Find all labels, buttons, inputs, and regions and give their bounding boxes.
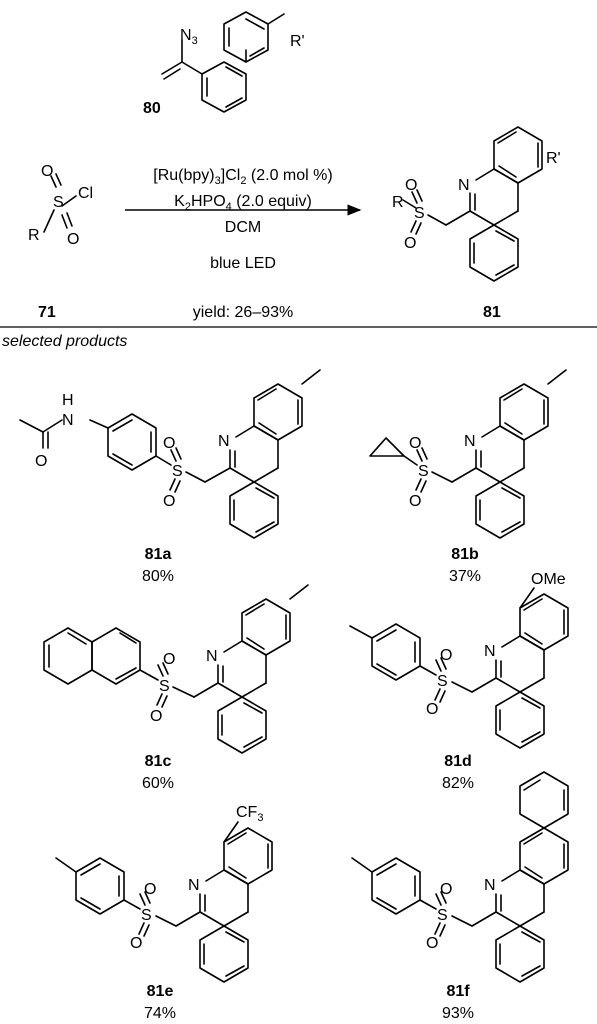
81a-S: S bbox=[172, 463, 183, 480]
product-81b-yield: 37% bbox=[449, 568, 481, 585]
sulfonyl-chloride-structure bbox=[43, 173, 77, 233]
sulfonyl-chloride-S: S bbox=[53, 194, 64, 211]
product-81d-id: 81d bbox=[444, 753, 472, 770]
81a-amide-O: O bbox=[35, 453, 47, 470]
scheme-yield: yield: 26–93% bbox=[193, 304, 294, 321]
reagent-80-id: 80 bbox=[143, 100, 161, 117]
product-81b-structure bbox=[369, 369, 567, 539]
product-81-N: N bbox=[458, 177, 470, 194]
sulfonyl-chloride-Cl: Cl bbox=[78, 185, 93, 202]
product-81c-structure bbox=[43, 584, 309, 754]
product-81-core bbox=[469, 126, 543, 282]
product-81-id: 81 bbox=[483, 304, 501, 321]
81c-S: S bbox=[159, 678, 170, 695]
81a-amide-N: N bbox=[62, 412, 74, 429]
81d-N: N bbox=[484, 643, 496, 660]
product-81f-id: 81f bbox=[446, 983, 470, 1000]
product-81e-yield: 74% bbox=[144, 1005, 176, 1022]
81c-O-top: O bbox=[163, 651, 175, 668]
81f-O-bottom: O bbox=[426, 935, 438, 952]
81b-O-bottom: O bbox=[409, 493, 421, 510]
81e-O-top: O bbox=[144, 881, 156, 898]
product-81e-structure bbox=[55, 821, 273, 983]
81e-CF3: CF3 bbox=[236, 804, 263, 824]
81e-N: N bbox=[188, 877, 200, 894]
81d-O-bottom: O bbox=[426, 701, 438, 718]
81b-O-top: O bbox=[409, 435, 421, 452]
81d-S: S bbox=[437, 673, 448, 690]
product-81d-yield: 82% bbox=[442, 775, 474, 792]
product-81-O-top: O bbox=[405, 177, 417, 194]
product-81e-id: 81e bbox=[147, 983, 174, 1000]
81d-O-top: O bbox=[440, 647, 452, 664]
section-title: selected products bbox=[2, 333, 127, 350]
reagent-80-substituent: R' bbox=[290, 33, 305, 50]
81a-O-top: O bbox=[163, 435, 175, 452]
81f-N: N bbox=[484, 877, 496, 894]
product-81-R: R bbox=[392, 194, 404, 211]
81f-S: S bbox=[437, 907, 448, 924]
product-81a-structure bbox=[19, 369, 321, 539]
81e-O-bottom: O bbox=[130, 935, 142, 952]
azide-label: N3 bbox=[180, 27, 198, 47]
sulfonyl-chloride-O-top: O bbox=[41, 163, 53, 180]
product-81a-yield: 80% bbox=[142, 568, 174, 585]
condition-solvent: DCM bbox=[225, 219, 261, 236]
81f-O-top: O bbox=[440, 881, 452, 898]
81a-N: N bbox=[218, 433, 230, 450]
product-81d-structure bbox=[349, 587, 569, 749]
sulfonyl-chloride-R: R bbox=[28, 227, 40, 244]
product-81-S: S bbox=[414, 205, 425, 222]
product-81b-id: 81b bbox=[451, 546, 479, 563]
81a-O-bottom: O bbox=[163, 493, 175, 510]
product-81c-id: 81c bbox=[145, 753, 172, 770]
product-81-O-bottom: O bbox=[404, 235, 416, 252]
condition-light: blue LED bbox=[210, 255, 276, 272]
81c-O-bottom: O bbox=[150, 708, 162, 725]
81c-N: N bbox=[206, 648, 218, 665]
condition-catalyst: [Ru(bpy)3]Cl2 (2.0 mol %) bbox=[153, 167, 332, 187]
reagent-80-structure bbox=[161, 11, 285, 113]
product-81f-yield: 93% bbox=[442, 1005, 474, 1022]
sulfonyl-chloride-O-bottom: O bbox=[67, 231, 79, 248]
81b-N: N bbox=[464, 433, 476, 450]
condition-base: K2HPO4 (2.0 equiv) bbox=[174, 193, 312, 213]
product-81a-id: 81a bbox=[145, 546, 172, 563]
81e-S: S bbox=[141, 907, 152, 924]
81d-OMe: OMe bbox=[531, 571, 566, 588]
sulfonyl-chloride-id: 71 bbox=[38, 304, 56, 321]
product-81c-yield: 60% bbox=[142, 775, 174, 792]
81a-amide-H: H bbox=[62, 392, 74, 409]
product-81-substituent: R' bbox=[546, 150, 561, 167]
81b-S: S bbox=[418, 463, 429, 480]
product-81f-structure bbox=[351, 771, 569, 983]
